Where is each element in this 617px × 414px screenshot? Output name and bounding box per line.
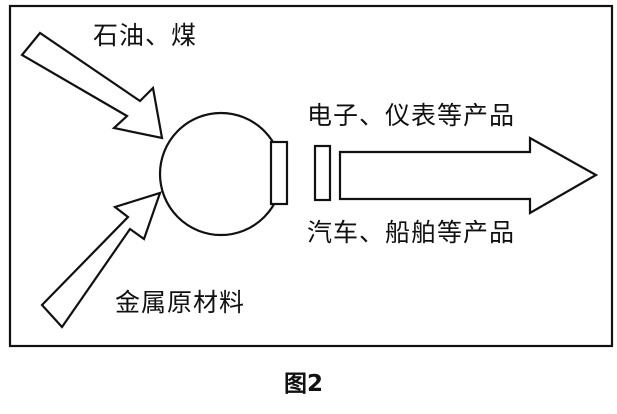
product-slab xyxy=(313,144,332,202)
input-arrow-bottom xyxy=(40,191,162,329)
input-label-top: 石油、煤 xyxy=(93,21,198,50)
input-label-bottom: 金属原材料 xyxy=(115,288,246,317)
machine-block xyxy=(269,140,289,206)
diagram-frame xyxy=(8,4,614,348)
output-label-top: 电子、仪表等产品 xyxy=(307,101,516,130)
figure-caption: 图2 xyxy=(284,371,324,397)
output-label-bottom: 汽车、船舶等产品 xyxy=(307,218,516,247)
input-arrow-top xyxy=(20,31,164,140)
machine-circle xyxy=(158,111,284,237)
output-arrow xyxy=(338,136,599,215)
